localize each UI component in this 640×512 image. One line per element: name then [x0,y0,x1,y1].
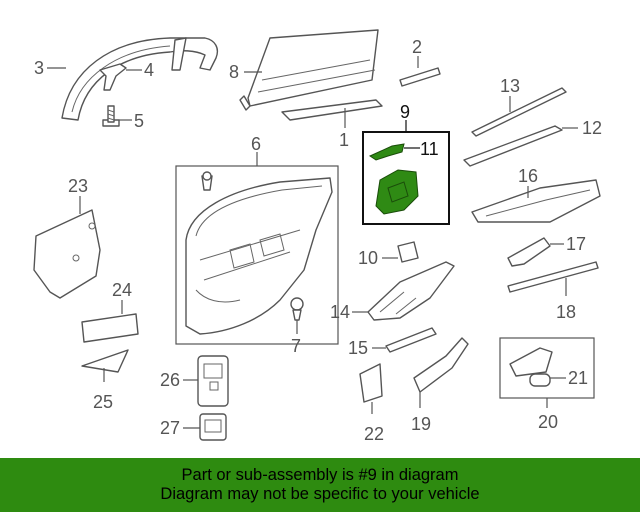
part-22-cover [359,363,383,403]
part-18-strip [507,261,599,293]
callout-18: 18 [556,302,576,322]
callout-24: 24 [112,280,132,300]
part-1-belt-molding [281,99,383,121]
part-6-door-panel [185,177,333,335]
part-11-highlight-small [368,143,405,161]
part-5-screw [102,105,120,127]
part-4-clip [99,63,127,91]
part-12-molding [463,125,563,167]
callout-16: 16 [518,166,538,186]
callout-6: 6 [251,134,261,154]
callout-22: 22 [364,424,384,444]
callout-9: 9 [400,102,410,122]
part-27-switch-bezel [199,413,227,441]
part-9-highlight-handle [375,169,419,215]
callout-8: 8 [229,62,239,82]
callout-5: 5 [134,111,144,131]
callout-2: 2 [412,37,422,57]
callout-10: 10 [358,248,378,268]
part-15-trim-strip [385,327,437,353]
part-13-molding [471,87,567,137]
part-7-fastener [290,297,304,321]
part-17-bracket [507,237,551,267]
callout-20: 20 [538,412,558,432]
parts-diagram: 3 4 5 8 1 2 9 11 [33,29,602,444]
part-3-frame-molding [61,37,219,121]
callout-7: 7 [291,336,301,356]
callout-11: 11 [420,139,439,159]
part-8-regulator [239,29,379,111]
callout-17: 17 [566,234,586,254]
part-14-armrest [367,261,455,321]
callout-15: 15 [348,338,368,358]
info-banner: Part or sub-assembly is #9 in diagram Di… [0,458,640,512]
callout-25: 25 [93,392,113,412]
part-20-housing [509,347,553,377]
part-26-switch [197,355,229,407]
callout-12: 12 [582,118,602,138]
callout-3: 3 [34,58,44,78]
part-2-trim-strip [399,67,441,87]
banner-line-1: Part or sub-assembly is #9 in diagram [181,466,459,484]
part-23-insulator [33,209,101,299]
callout-19: 19 [411,414,431,434]
part-16-pull-handle [471,179,601,223]
part-25-pad [81,349,129,373]
callout-26: 26 [160,370,180,390]
callout-13: 13 [500,76,520,96]
part-24-pad [81,313,139,343]
part-6-pushpin [201,171,213,191]
callout-1: 1 [339,130,349,150]
part-21-lamp [529,373,551,387]
callout-4: 4 [144,60,154,80]
banner-line-2: Diagram may not be specific to your vehi… [160,485,480,503]
callout-21: 21 [568,368,588,388]
callout-27: 27 [160,418,180,438]
part-19-lower-trim [413,337,469,393]
callout-23: 23 [68,176,88,196]
callout-14: 14 [330,302,350,322]
part-10-handle-cup [397,241,419,263]
